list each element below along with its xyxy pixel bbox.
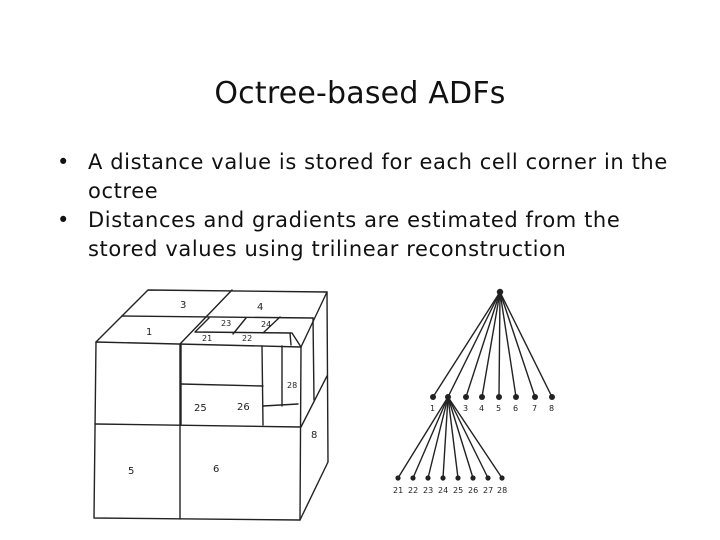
tree-edge [427, 396, 449, 479]
tree-edge [447, 396, 459, 479]
tree-node [485, 475, 491, 481]
tree-node [395, 475, 401, 481]
cube-label-4: 4 [257, 302, 263, 313]
bullet-text: Distances and gradients are estimated fr… [88, 208, 621, 261]
cube-label-6: 6 [213, 464, 219, 475]
tree-node-label: 28 [497, 486, 507, 495]
tree-node-label: 21 [393, 486, 403, 495]
tree-node [430, 394, 436, 400]
bullet-list: • A distance value is stored for each ce… [55, 148, 695, 264]
cube-label-25: 25 [194, 403, 207, 414]
tree-node [513, 394, 519, 400]
tree-node [532, 394, 538, 400]
cube-label-26: 26 [237, 402, 250, 413]
tree-node-label: 3 [463, 404, 468, 413]
tree-node [440, 475, 446, 481]
tree-node [455, 475, 461, 481]
tree-edge [412, 396, 449, 479]
bullet-text: A distance value is stored for each cell… [88, 150, 668, 203]
tree-node-label: 23 [423, 486, 433, 495]
tree-node [499, 475, 505, 481]
tree-edge [447, 396, 503, 479]
tree-node-label: 25 [453, 486, 463, 495]
tree-node [470, 475, 476, 481]
tree-edge [442, 396, 449, 479]
tree-node [425, 475, 431, 481]
tree-node-label: 5 [496, 404, 501, 413]
tree-edge [447, 396, 474, 479]
tree-edge [499, 291, 536, 398]
tree-node [496, 394, 502, 400]
cube-label-23: 23 [221, 319, 231, 328]
tree-node-label: 22 [408, 486, 418, 495]
cube-label-5: 5 [128, 466, 134, 477]
tree-edge [465, 291, 501, 398]
tree-node-label: 26 [468, 486, 478, 495]
tree-node [463, 394, 469, 400]
cube-label-3: 3 [180, 300, 186, 311]
tree-node [479, 394, 485, 400]
octree-cube-sketch: 3 4 1 23 24 21 22 28 25 26 8 5 6 [93, 289, 329, 521]
tree-node-label: 4 [479, 404, 484, 413]
tree-edge [447, 396, 489, 479]
tree-edge [481, 291, 501, 398]
tree-edge [447, 291, 501, 398]
cube-label-8: 8 [311, 430, 317, 441]
tree-edge [499, 291, 553, 398]
cube-label-22: 22 [242, 334, 252, 343]
tree-node-label: 1 [430, 404, 435, 413]
tree-node [549, 394, 555, 400]
cube-right-face [299, 291, 329, 521]
tree-edge [498, 291, 501, 398]
bullet-dot: • [57, 150, 70, 174]
tree-node [410, 475, 416, 481]
cube-front-face [93, 341, 302, 521]
tree-node-label: 7 [532, 404, 537, 413]
cube-front-hdivider [94, 423, 301, 428]
tree-edge [432, 291, 501, 398]
bullet-item: • Distances and gradients are estimated … [55, 206, 695, 264]
bullet-dot: • [57, 208, 70, 232]
tree-node-label: 24 [438, 486, 448, 495]
cube-label-21: 21 [202, 334, 212, 343]
octree-tree-sketch: 1 3 4 5 6 7 8 21 22 23 24 25 26 27 28 [393, 288, 555, 495]
tree-node-label: 8 [549, 404, 554, 413]
cube-label-24: 24 [261, 320, 271, 329]
tree-edge [397, 396, 449, 479]
cube-label-28: 28 [287, 381, 297, 390]
tree-edge [499, 291, 517, 398]
slide-title: Octree-based ADFs [214, 76, 506, 111]
bullet-item: • A distance value is stored for each ce… [55, 148, 695, 206]
tree-node-label: 6 [513, 404, 518, 413]
tree-node-label: 27 [483, 486, 493, 495]
cube-label-1: 1 [146, 327, 152, 338]
